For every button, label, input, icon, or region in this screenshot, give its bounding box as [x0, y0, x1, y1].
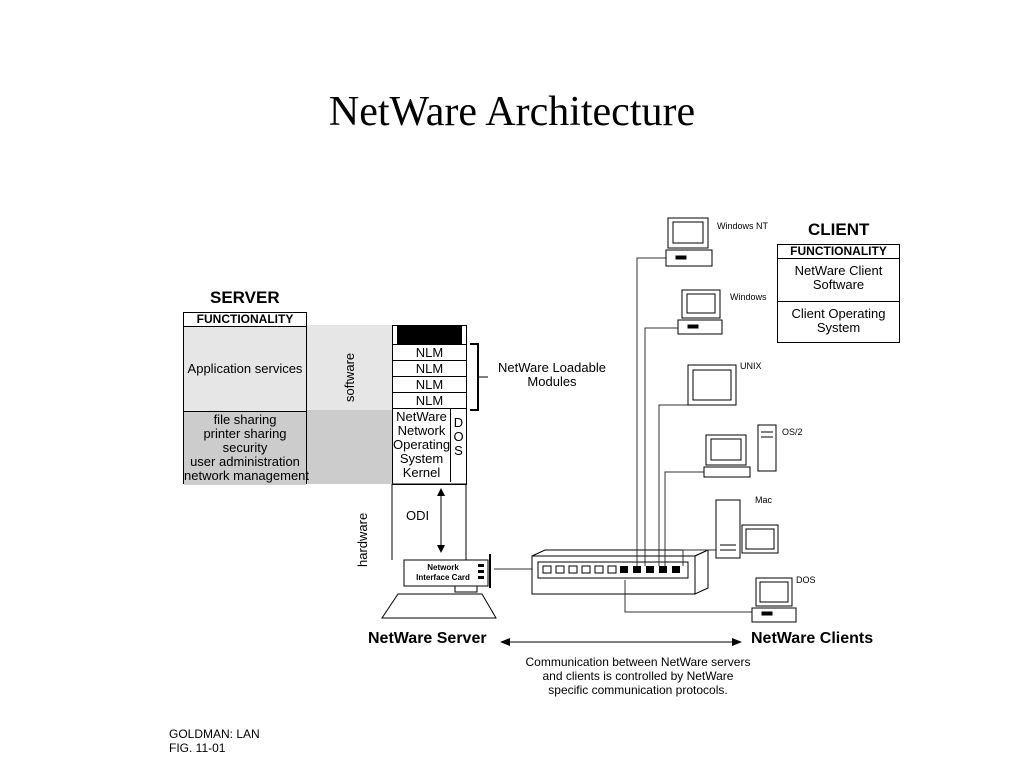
client-software-line: Software: [812, 277, 865, 292]
odi-arrow-head-up: [437, 488, 445, 496]
nic-line: Network: [427, 563, 459, 572]
loadable-modules-line: NetWare Loadable: [498, 360, 606, 375]
note-line: and clients is controlled by NetWare: [542, 669, 734, 683]
client-os-line: System: [816, 320, 861, 335]
server-services-list: file sharing printer sharing security us…: [184, 412, 310, 485]
hub-active-ports: [620, 566, 680, 573]
application-services-label: Application services: [187, 361, 303, 376]
service-item: file sharing: [213, 412, 277, 427]
unix-workstation-icon: [687, 364, 737, 406]
figure-footer: GOLDMAN: LAN FIG. 11-01: [169, 727, 260, 755]
dos-letter: D: [453, 415, 464, 430]
client-software-line: NetWare Client: [794, 263, 883, 278]
dos-letter: O: [453, 429, 464, 444]
service-item: network management: [184, 468, 310, 483]
client-os-cell: Client Operating System: [778, 302, 899, 335]
client-label-mac: Mac: [755, 495, 773, 505]
clients-caption: NetWare Clients: [751, 630, 874, 647]
client-label-unix: UNIX: [740, 361, 762, 371]
dos-letter: S: [454, 443, 463, 458]
application-services-cell: Application services: [184, 327, 306, 412]
mac-computer-icon: [715, 499, 779, 559]
server-functionality-label: FUNCTIONALITY: [184, 313, 306, 327]
kernel-line: Kernel: [402, 465, 441, 480]
server-caption: NetWare Server: [368, 630, 487, 647]
client-cables: [624, 257, 752, 613]
client-os-line: Client Operating: [791, 306, 886, 321]
client-software-cell: NetWare Client Software: [778, 259, 899, 302]
service-item: security: [222, 440, 268, 455]
nic-line: Interface Card: [416, 573, 470, 582]
odi-label: ODI: [406, 508, 430, 523]
nlm-bracket: [470, 343, 479, 411]
server-software-stack: NLM NLM NLM NLM NetWare Network Operatin…: [392, 325, 467, 485]
nlm-row: NLM: [393, 392, 466, 408]
loadable-modules-line: Modules: [527, 374, 577, 389]
service-item: user administration: [190, 454, 300, 469]
footer-line: FIG. 11-01: [169, 741, 226, 755]
client-label-windows-nt: Windows NT: [717, 221, 769, 231]
client-label-windows: Windows: [730, 292, 767, 302]
kernel-line: Operating: [393, 437, 451, 452]
note-line: Communication between NetWare servers: [525, 655, 751, 669]
nic-label: Network Interface Card: [406, 563, 480, 583]
server-heading: SERVER: [210, 288, 280, 307]
client-label-dos: DOS: [796, 575, 816, 585]
footer-line: GOLDMAN: LAN: [169, 727, 260, 741]
hardware-label: hardware: [355, 512, 370, 567]
software-label: software: [342, 352, 357, 402]
nlm-row: NLM: [393, 344, 466, 360]
kernel-line: System: [399, 451, 444, 466]
service-item: printer sharing: [203, 426, 287, 441]
nlm-row: NLM: [393, 360, 466, 376]
software-band: [306, 325, 392, 410]
client-heading: CLIENT: [808, 220, 870, 239]
stack-top-block: [397, 326, 462, 344]
hub-ports: [542, 565, 617, 574]
client-label-os2: OS/2: [782, 427, 803, 437]
os2-computer-icon: [703, 424, 777, 478]
dos-computer-icon: [751, 577, 797, 623]
note-line: specific communication protocols.: [548, 683, 728, 697]
kernel-box: NetWare Network Operating System Kernel: [393, 409, 451, 482]
server-base: [381, 593, 497, 619]
kernel-line: NetWare: [396, 409, 447, 424]
dos-box: D O S: [451, 409, 466, 482]
nic-body: [403, 559, 489, 587]
kernel-band: [306, 410, 392, 484]
page-title: NetWare Architecture: [328, 89, 696, 135]
client-functionality-label: FUNCTIONALITY: [778, 245, 899, 259]
server-functionality-panel: FUNCTIONALITY Application services file …: [183, 312, 310, 485]
client-functionality-panel: FUNCTIONALITY NetWare Client Software Cl…: [777, 244, 900, 343]
odi-arrow-head-down: [437, 545, 445, 553]
kernel-area: NetWare Network Operating System Kernel …: [393, 408, 466, 482]
communication-note: Communication between NetWare servers an…: [488, 655, 788, 697]
windows-nt-computer-icon: [665, 217, 713, 267]
loadable-modules-label: NetWare Loadable Modules: [490, 361, 614, 389]
kernel-line: Network: [397, 423, 446, 438]
nlm-row: NLM: [393, 376, 466, 392]
windows-computer-icon: [677, 289, 723, 335]
